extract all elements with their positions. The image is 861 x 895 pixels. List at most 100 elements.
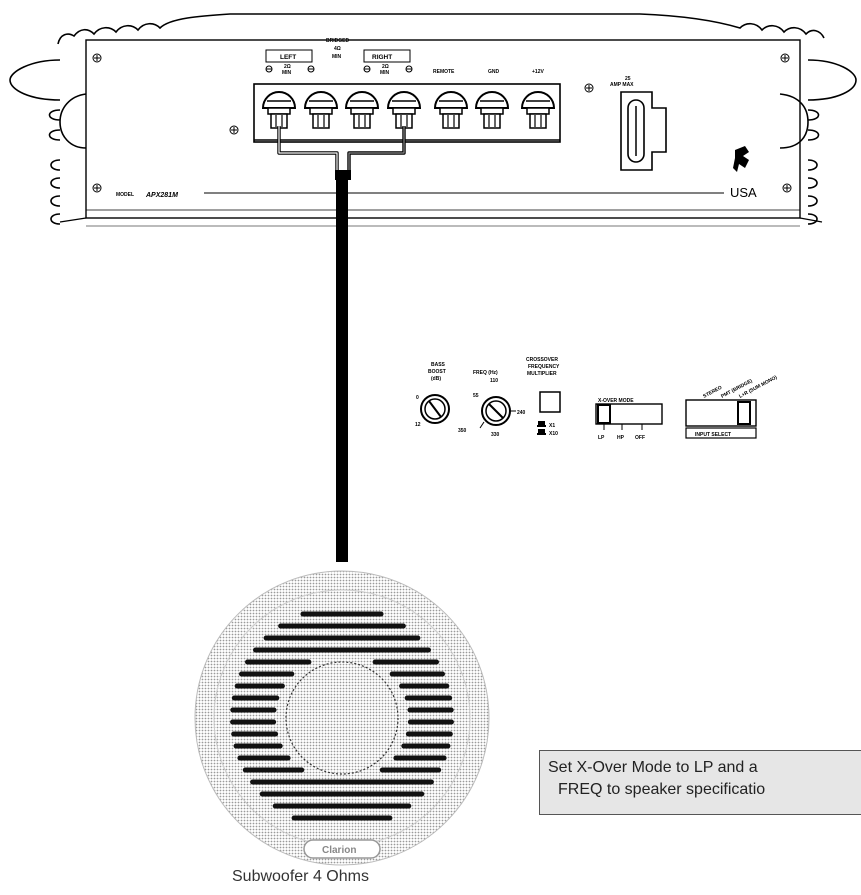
grille-bar: [272, 803, 412, 809]
speaker-cable: [336, 178, 348, 562]
fuse-rating: 25: [625, 76, 631, 82]
grille-bar: [405, 731, 453, 737]
gnd-label: GND: [488, 69, 500, 75]
bridged-ohms: 4Ω: [334, 46, 341, 52]
freq-330: 330: [491, 432, 500, 438]
bridged-label: BRIDGED: [326, 38, 349, 44]
mount-screws: [92, 53, 792, 193]
grille-bar: [230, 707, 277, 713]
terminal-right-plus: [344, 91, 380, 129]
xover-mode-switch[interactable]: [597, 404, 611, 424]
x1-icon: [537, 421, 546, 427]
control-panel: BASS BOOST (dB) 0 12 FREQ (Hz) 110 55 24…: [415, 357, 779, 441]
grille-bar: [372, 659, 439, 665]
xover-lp: LP: [598, 435, 605, 441]
plus12-label: +12V: [532, 69, 544, 75]
crossover-line2: FREQUENCY: [528, 364, 560, 370]
x10-icon: [537, 429, 546, 435]
amplifier: LEFT RIGHT BRIDGED 4Ω MIN 2Ω MIN 2Ω MIN …: [9, 13, 857, 227]
polarity-marks: [265, 65, 413, 73]
model-number: APX281M: [145, 192, 178, 199]
grille-bar: [401, 743, 451, 749]
amp-body: [85, 39, 801, 219]
grille-bar: [263, 635, 421, 641]
grille-bar: [250, 779, 434, 785]
speaker-cone-outline: [285, 661, 399, 775]
right-ohms: 2Ω: [382, 64, 389, 70]
grille-bar: [230, 719, 277, 725]
grille-bar: [291, 815, 393, 821]
input-select-switch[interactable]: [737, 401, 751, 425]
freq-label: FREQ (Hz): [473, 370, 498, 376]
x1-label: X1: [549, 423, 555, 429]
brand-logo-icon: [733, 146, 749, 172]
grille-bar: [259, 791, 425, 797]
grille-bar: [393, 755, 447, 761]
right-min: MIN: [380, 70, 390, 76]
bass-boost-knob[interactable]: [420, 394, 450, 424]
grille-bar: [231, 695, 280, 701]
grille-bar: [253, 647, 431, 653]
terminal-gnd: [474, 91, 510, 129]
subwoofer: Clarion: [194, 570, 490, 866]
grille-bar: [237, 755, 291, 761]
speaker-badge: Clarion: [322, 845, 356, 856]
right-label: RIGHT: [372, 54, 392, 61]
terminal-plus12: [520, 91, 556, 129]
freq-110: 110: [490, 378, 498, 384]
grille-bar: [242, 767, 305, 773]
freq-240: 240: [517, 410, 526, 416]
left-min: MIN: [282, 70, 292, 76]
grille-bar: [300, 611, 384, 617]
model-label: MODEL: [116, 192, 134, 198]
usa-label: USA: [730, 185, 757, 200]
crossover-line3: MULTIPLIER: [527, 371, 557, 377]
grille-bar: [407, 707, 454, 713]
bass-boost-line1: BASS: [431, 362, 446, 368]
remote-label: REMOTE: [433, 69, 455, 75]
grille-bar: [407, 719, 454, 725]
freq-350: 350: [458, 428, 467, 434]
input-stereo: STEREO: [702, 385, 723, 400]
note-line-1: Set X-Over Mode to LP and a: [548, 759, 758, 776]
grille-bar: [245, 659, 312, 665]
grille-bar: [231, 731, 279, 737]
terminal-right-minus: [386, 91, 422, 129]
grille-bar: [234, 683, 285, 689]
speaker-caption: Subwoofer 4 Ohms: [232, 868, 369, 885]
speaker-wires: [277, 126, 406, 562]
bass-boost-line2: BOOST: [428, 369, 446, 375]
fuse-max: AMP MAX: [610, 82, 634, 88]
speaker-grille: [230, 611, 454, 821]
grille-bar: [278, 623, 406, 629]
multiplier-button[interactable]: [539, 391, 561, 413]
crossover-line1: CROSSOVER: [526, 357, 558, 363]
bass-0: 0: [416, 395, 419, 401]
input-select-label: INPUT SELECT: [695, 432, 731, 438]
grille-bar: [379, 767, 442, 773]
bridged-min: MIN: [332, 54, 342, 60]
bass-12: 12: [415, 422, 421, 428]
grille-bar: [233, 743, 283, 749]
xover-off: OFF: [635, 435, 645, 441]
bass-boost-line3: (dB): [431, 376, 441, 382]
left-ohms: 2Ω: [284, 64, 291, 70]
grille-bar: [239, 671, 295, 677]
note-line-2: FREQ to speaker specificatio: [558, 781, 766, 798]
xover-hp: HP: [617, 435, 625, 441]
grille-bar: [399, 683, 450, 689]
terminal-left-minus: [303, 91, 339, 129]
freq-55: 55: [473, 393, 479, 399]
freq-knob[interactable]: [479, 396, 516, 429]
terminal-remote: [433, 91, 469, 129]
amp-fins-left: [9, 59, 87, 225]
left-label: LEFT: [280, 54, 296, 61]
amp-fins-right: [779, 59, 857, 225]
grille-bar: [389, 671, 445, 677]
x10-label: X10: [549, 431, 558, 437]
amp-heatsink-top: [57, 13, 825, 45]
instruction-note: Set X-Over Mode to LP and a FREQ to spea…: [539, 750, 861, 815]
xover-mode-label: X-OVER MODE: [598, 398, 634, 404]
